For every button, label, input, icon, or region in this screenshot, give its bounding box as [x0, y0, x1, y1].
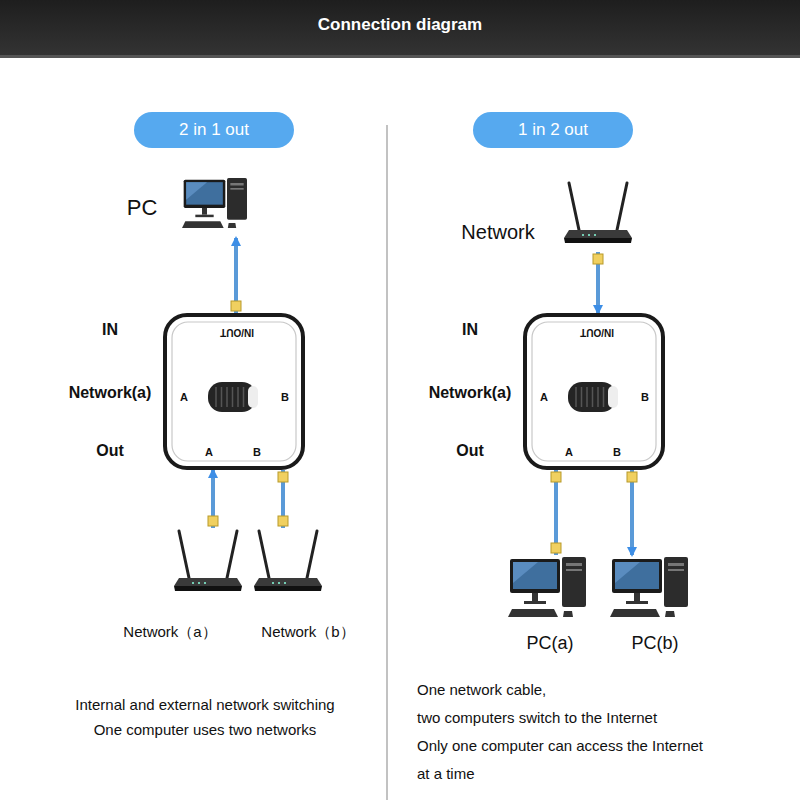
network-switch-box: IN/OUT A B A B	[163, 313, 305, 470]
network-cable	[554, 470, 558, 555]
computer-icon	[610, 555, 694, 619]
device-label: Network（a）	[123, 623, 216, 640]
rj45-plug	[208, 516, 218, 526]
note-text: Internal and external network switching	[75, 696, 334, 713]
port-row-label: Network(a)	[69, 384, 152, 402]
rj45-plug	[593, 254, 603, 264]
computer-icon	[182, 172, 252, 234]
router-icon	[173, 528, 243, 598]
note-text: Only one computer can access the Interne…	[417, 737, 703, 754]
network-cable	[630, 470, 634, 555]
mode-pill: 2 in 1 out	[134, 112, 294, 148]
mode-pill: 1 in 2 out	[473, 112, 633, 148]
rj45-plug	[231, 301, 241, 311]
port-label: A	[540, 391, 548, 404]
rj45-plug	[627, 472, 637, 482]
rj45-plug	[278, 516, 288, 526]
note-text: at a time	[417, 765, 475, 782]
rj45-plug	[551, 472, 561, 482]
note-text: two computers switch to the Internet	[417, 709, 657, 726]
port-label: A	[180, 391, 188, 404]
device-label: PC	[127, 195, 158, 220]
port-label: B	[613, 446, 621, 459]
port-row-label: IN	[102, 321, 118, 339]
pill-text: 1 in 2 out	[518, 120, 588, 140]
router-device: Network（a）	[115, 528, 225, 643]
device-label: Network（b）	[261, 623, 354, 640]
port-row-label: Out	[96, 442, 124, 460]
diagram-title: Connection diagram	[318, 15, 482, 35]
rj45-plug	[278, 472, 288, 482]
port-label: B	[641, 391, 649, 404]
rj45-plug	[551, 543, 561, 553]
note-text: One network cable,	[417, 681, 546, 698]
port-label: B	[253, 446, 261, 459]
router-device: Network（b）	[253, 528, 363, 643]
computer-device: PC(b)	[605, 555, 705, 655]
computer-device: PC	[120, 172, 250, 238]
device-label: PC(a)	[526, 633, 573, 654]
port-row-label: Network(a)	[429, 384, 512, 402]
computer-device: PC(a)	[500, 555, 600, 655]
port-label: IN/OUT	[220, 326, 254, 338]
pill-text: 2 in 1 out	[179, 120, 249, 140]
port-label: B	[281, 391, 289, 404]
note-text: One computer uses two networks	[94, 721, 317, 738]
device-label: PC(b)	[631, 633, 678, 654]
router-device: Network	[450, 180, 640, 252]
port-row-label: IN	[462, 321, 478, 339]
router-icon	[253, 528, 323, 598]
router-icon	[563, 180, 633, 250]
port-label: A	[205, 446, 213, 459]
port-label: IN/OUT	[580, 326, 614, 338]
port-label: A	[565, 446, 573, 459]
computer-icon	[508, 555, 592, 619]
device-label: Network	[461, 221, 534, 244]
network-switch-box: IN/OUT A B A B	[523, 313, 665, 470]
port-row-label: Out	[456, 442, 484, 460]
